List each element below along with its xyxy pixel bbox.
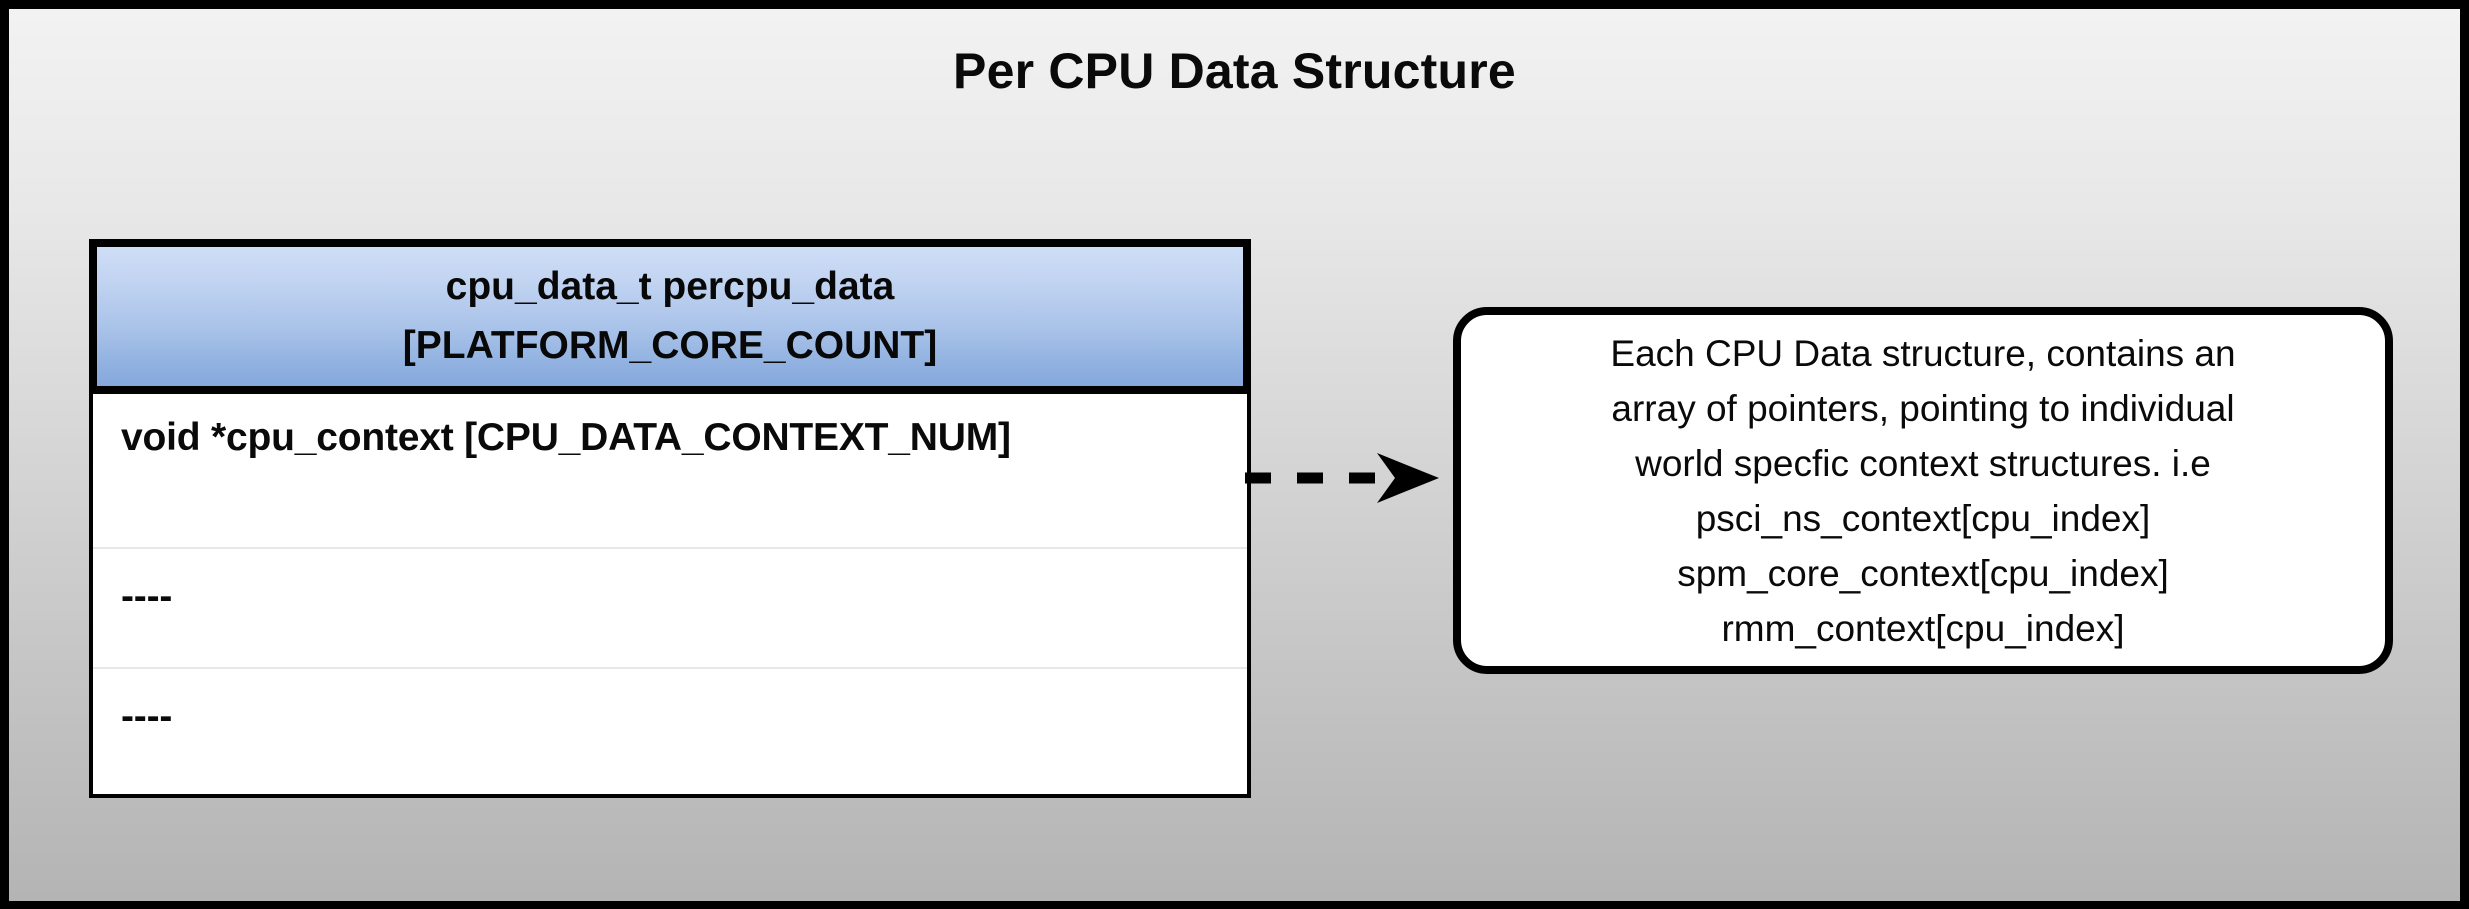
arrow-head-icon (1377, 453, 1439, 503)
struct-row-label-placeholder-1: ---- (121, 575, 173, 618)
struct-table-body: void *cpu_context [CPU_DATA_CONTEXT_NUM]… (89, 394, 1251, 798)
table-row: ---- (93, 547, 1247, 667)
callout-box: Each CPU Data structure, contains an arr… (1453, 307, 2393, 674)
percpu-data-struct-table: cpu_data_t percpu_data [PLATFORM_CORE_CO… (89, 239, 1251, 798)
table-row: ---- (93, 667, 1247, 794)
struct-table-header-label: cpu_data_t percpu_data [PLATFORM_CORE_CO… (402, 264, 938, 367)
struct-row-label-cpu-context: void *cpu_context [CPU_DATA_CONTEXT_NUM] (121, 416, 1011, 459)
table-row: void *cpu_context [CPU_DATA_CONTEXT_NUM] (93, 394, 1247, 547)
dashed-arrow-connector (1245, 453, 1439, 503)
page-title: Per CPU Data Structure (953, 43, 1516, 99)
callout-text: Each CPU Data structure, contains an arr… (1610, 332, 2236, 649)
struct-table-header: cpu_data_t percpu_data [PLATFORM_CORE_CO… (89, 239, 1251, 394)
struct-row-label-placeholder-2: ---- (121, 695, 173, 738)
